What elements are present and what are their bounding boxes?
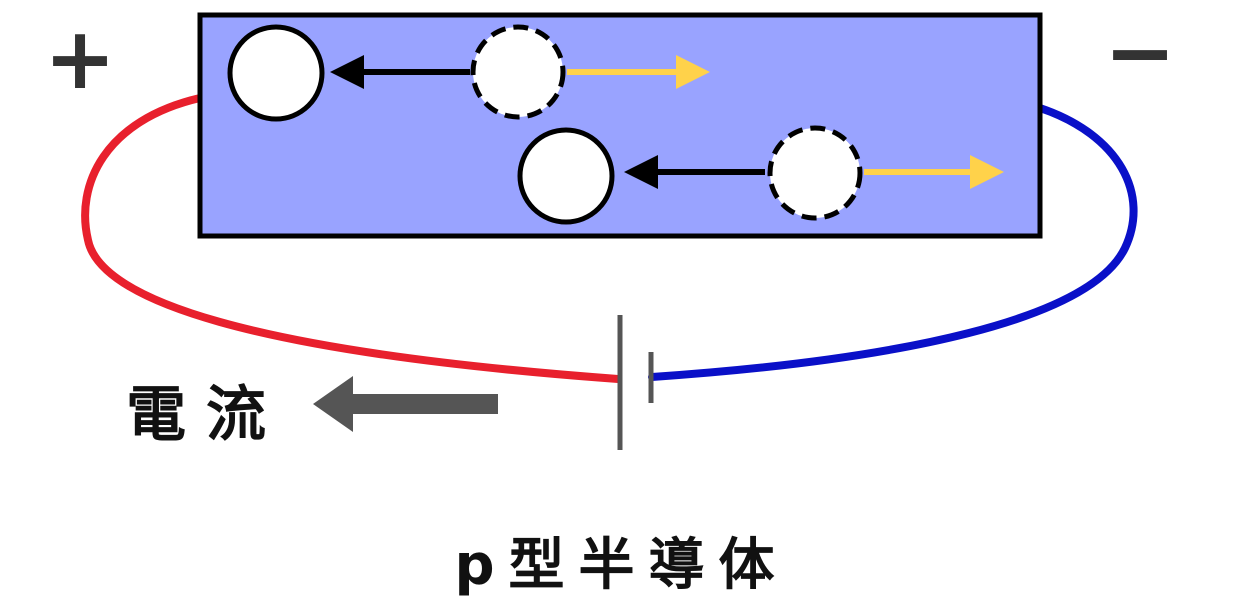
positive-wire: [81, 94, 622, 383]
current-label: 電流: [126, 380, 286, 450]
negative-wire: [648, 104, 1138, 381]
hole-vacancy: [470, 24, 566, 120]
current-arrow: [313, 376, 498, 432]
semiconductor-block: [197, 12, 1043, 239]
positive-terminal-label: +: [44, 9, 116, 109]
hole-motion-arrow: [864, 155, 1004, 189]
electron-motion-arrow: [624, 155, 765, 189]
hole-vacancy: [767, 125, 863, 221]
electron-particle: [227, 24, 325, 122]
diagram-title: p型半導体: [454, 533, 789, 598]
negative-terminal-label: −: [1104, 3, 1176, 103]
hole-motion-arrow: [567, 55, 710, 89]
electron-particle: [517, 127, 615, 225]
electron-motion-arrow: [330, 55, 470, 89]
